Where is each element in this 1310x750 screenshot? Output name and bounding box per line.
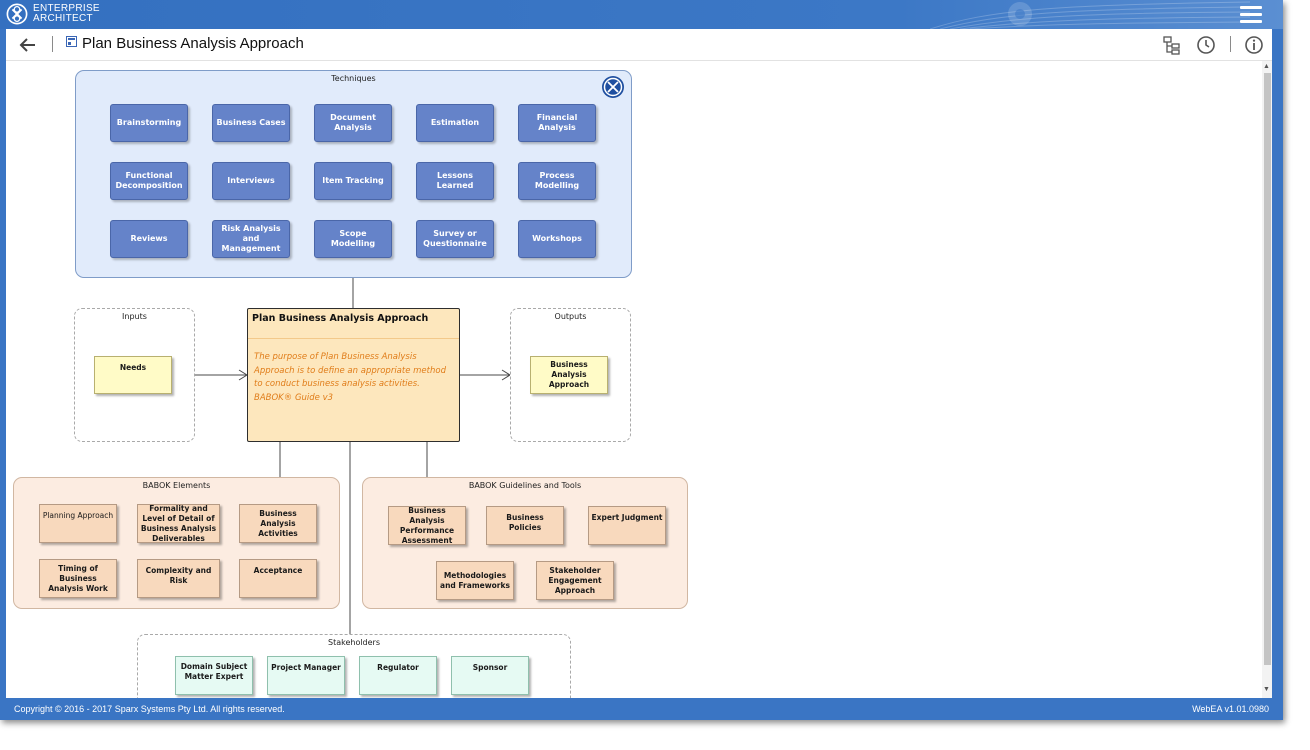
technique-scope-modelling[interactable]: Scope Modelling (314, 220, 392, 258)
babok-element-acceptance[interactable]: Acceptance (239, 559, 317, 598)
guideline-expert-judgment[interactable]: Expert Judgment (588, 506, 666, 545)
scroll-down-arrow-icon[interactable]: ▼ (1263, 686, 1270, 693)
version-text: WebEA v1.01.0980 (1192, 704, 1269, 714)
guideline-methodologies[interactable]: Methodologies and Frameworks (436, 561, 514, 600)
technique-estimation[interactable]: Estimation (416, 104, 494, 142)
webea-window: ENTERPRISE ARCHITECT (0, 0, 1283, 720)
banner-gear-art-icon (930, 1, 1250, 29)
copyright-text: Copyright © 2016 - 2017 Sparx Systems Pt… (14, 704, 285, 714)
activity-description: The purpose of Plan Business Analysis Ap… (254, 352, 446, 389)
diagram: Techniques Brainstorming Business Cases … (6, 61, 1256, 698)
babok-element-timing[interactable]: Timing of Business Analysis Work (39, 559, 117, 598)
activity-divider (248, 338, 459, 339)
scrollbar-thumb[interactable] (1264, 73, 1271, 665)
technique-financial-analysis[interactable]: Financial Analysis (518, 104, 596, 142)
stakeholders-title: Stakeholders (327, 638, 381, 647)
hamburger-menu-icon[interactable] (1240, 5, 1262, 24)
technique-survey[interactable]: Survey or Questionnaire (416, 220, 494, 258)
activity-source: BABOK® Guide v3 (254, 392, 334, 403)
babok-element-formality[interactable]: Formality and Level of Detail of Busines… (137, 504, 220, 543)
technique-process-modelling[interactable]: Process Modelling (518, 162, 596, 200)
back-arrow-icon[interactable] (18, 35, 38, 55)
guideline-business-policies[interactable]: Business Policies (486, 506, 564, 545)
inputs-title: Inputs (122, 312, 147, 321)
stakeholder-regulator[interactable]: Regulator (359, 656, 437, 695)
history-clock-icon[interactable] (1196, 35, 1216, 55)
brand-line-1: ENTERPRISE (33, 3, 100, 14)
diagram-titlebar: Plan Business Analysis Approach (6, 29, 1272, 61)
technique-reviews[interactable]: Reviews (110, 220, 188, 258)
activity-title: Plan Business Analysis Approach (252, 313, 429, 324)
sparx-logo-icon (6, 3, 28, 25)
toolbar-divider (52, 36, 53, 52)
technique-brainstorming[interactable]: Brainstorming (110, 104, 188, 142)
babok-elements-title: BABOK Elements (142, 481, 211, 490)
info-icon[interactable] (1244, 35, 1264, 55)
brand-logo: ENTERPRISE ARCHITECT (6, 3, 100, 25)
diagram-icon (66, 36, 77, 47)
top-banner: ENTERPRISE ARCHITECT (0, 0, 1283, 29)
diagram-canvas[interactable]: Techniques Brainstorming Business Cases … (6, 61, 1272, 698)
technique-lessons-learned[interactable]: Lessons Learned (416, 162, 494, 200)
babok-element-planning-approach[interactable]: Planning Approach (39, 504, 117, 543)
technique-document-analysis[interactable]: Document Analysis (314, 104, 392, 142)
input-needs[interactable]: Needs (94, 356, 172, 394)
sparx-diagram-badge-icon[interactable] (601, 75, 625, 99)
guideline-ba-performance-assessment[interactable]: Business Analysis Performance Assessment (388, 506, 466, 545)
browser-tree-icon[interactable] (1162, 35, 1182, 55)
stakeholder-sponsor[interactable]: Sponsor (451, 656, 529, 695)
guideline-stakeholder-engagement[interactable]: Stakeholder Engagement Approach (536, 561, 614, 600)
brand-line-2: ARCHITECT (33, 13, 93, 24)
technique-workshops[interactable]: Workshops (518, 220, 596, 258)
stakeholder-domain-sme[interactable]: Domain Subject Matter Expert (175, 656, 253, 695)
outputs-title: Outputs (554, 312, 587, 321)
technique-interviews[interactable]: Interviews (212, 162, 290, 200)
techniques-title: Techniques (331, 74, 376, 83)
scroll-up-arrow-icon[interactable]: ▲ (1263, 63, 1270, 70)
technique-business-cases[interactable]: Business Cases (212, 104, 290, 142)
page-title: Plan Business Analysis Approach (82, 35, 304, 52)
stakeholder-project-manager[interactable]: Project Manager (267, 656, 345, 695)
technique-risk-analysis[interactable]: Risk Analysis and Management (212, 220, 290, 258)
babok-element-ba-activities[interactable]: Business Analysis Activities (239, 504, 317, 543)
footer: Copyright © 2016 - 2017 Sparx Systems Pt… (0, 700, 1283, 720)
babok-guidelines-title: BABOK Guidelines and Tools (468, 481, 582, 490)
technique-item-tracking[interactable]: Item Tracking (314, 162, 392, 200)
toolbar-divider (1230, 36, 1231, 52)
output-business-analysis-approach[interactable]: Business Analysis Approach (530, 356, 608, 394)
technique-functional-decomposition[interactable]: Functional Decomposition (110, 162, 188, 200)
babok-element-complexity-risk[interactable]: Complexity and Risk (137, 559, 220, 598)
activity-element[interactable]: Plan Business Analysis Approach The purp… (247, 308, 460, 442)
